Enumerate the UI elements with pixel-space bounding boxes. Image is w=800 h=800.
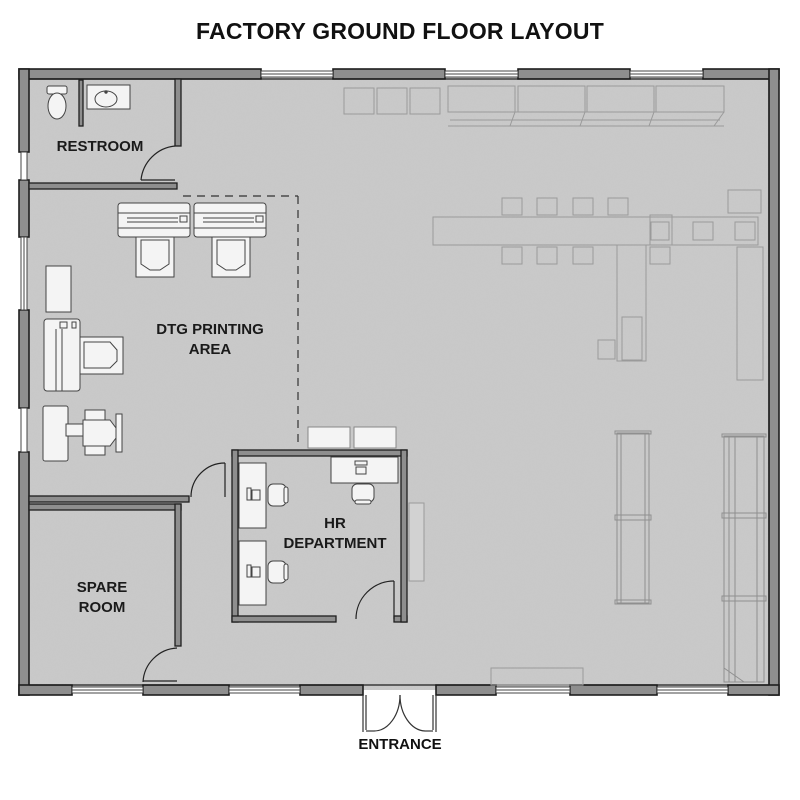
spare-room-label-line2: ROOM — [78, 599, 126, 616]
dtg-area-walls — [28, 495, 190, 503]
inner-wall-lines — [29, 78, 770, 686]
page-title: FACTORY GROUND FLOOR LAYOUT — [196, 18, 604, 44]
hr-door — [355, 580, 395, 620]
dtg-printing-label: DTG PRINTING AREA — [130, 320, 290, 360]
dtg-printing-label-line1: DTG PRINTING — [156, 321, 264, 338]
storage-box-icon — [307, 426, 397, 449]
dtg-door — [190, 462, 226, 498]
hr-department-label-line1: HR — [324, 515, 346, 532]
office-chair-icon — [267, 560, 289, 584]
floor-mat — [490, 667, 584, 686]
shelving-rack — [721, 433, 767, 683]
hr-walls — [231, 449, 408, 623]
entrance-label: ENTRANCE — [358, 736, 442, 753]
spare-room-door — [142, 647, 178, 683]
restroom-label: RESTROOM — [56, 138, 144, 155]
sink-icon — [86, 84, 131, 110]
dtg-area-boundary — [183, 195, 299, 446]
spare-room-walls — [28, 503, 182, 647]
hr-desk-icon — [238, 462, 267, 529]
spare-room-label-line1: SPARE — [76, 579, 128, 596]
entrance-door[interactable] — [362, 694, 437, 732]
hr-department-label-line2: DEPARTMENT — [283, 535, 387, 552]
worktable-icon — [45, 265, 72, 313]
office-chair-icon — [267, 483, 289, 507]
dtg-printing-label-line2: AREA — [188, 341, 232, 358]
toilet-icon — [46, 85, 68, 120]
shelving-rack — [614, 430, 652, 605]
workbench-with-stools — [432, 189, 762, 265]
heat-press-icon — [42, 405, 123, 462]
office-chair-icon — [351, 483, 375, 505]
hr-desk-icon — [330, 456, 399, 484]
restroom-walls — [28, 78, 182, 190]
dtg-printer-side-icon — [43, 318, 124, 392]
hr-desk-icon — [238, 540, 267, 606]
hr-department-label: HR DEPARTMENT — [265, 514, 405, 554]
restroom-door — [140, 145, 176, 181]
spare-room-label: SPARE ROOM — [52, 578, 152, 618]
top-storage-boxes — [343, 87, 441, 115]
dtg-printer-icon — [193, 202, 267, 278]
windows — [20, 70, 729, 694]
wall-shelving-rack — [447, 85, 725, 127]
dtg-printer-icon — [117, 202, 191, 278]
cabinet-icon — [408, 502, 425, 582]
long-table — [597, 244, 764, 381]
